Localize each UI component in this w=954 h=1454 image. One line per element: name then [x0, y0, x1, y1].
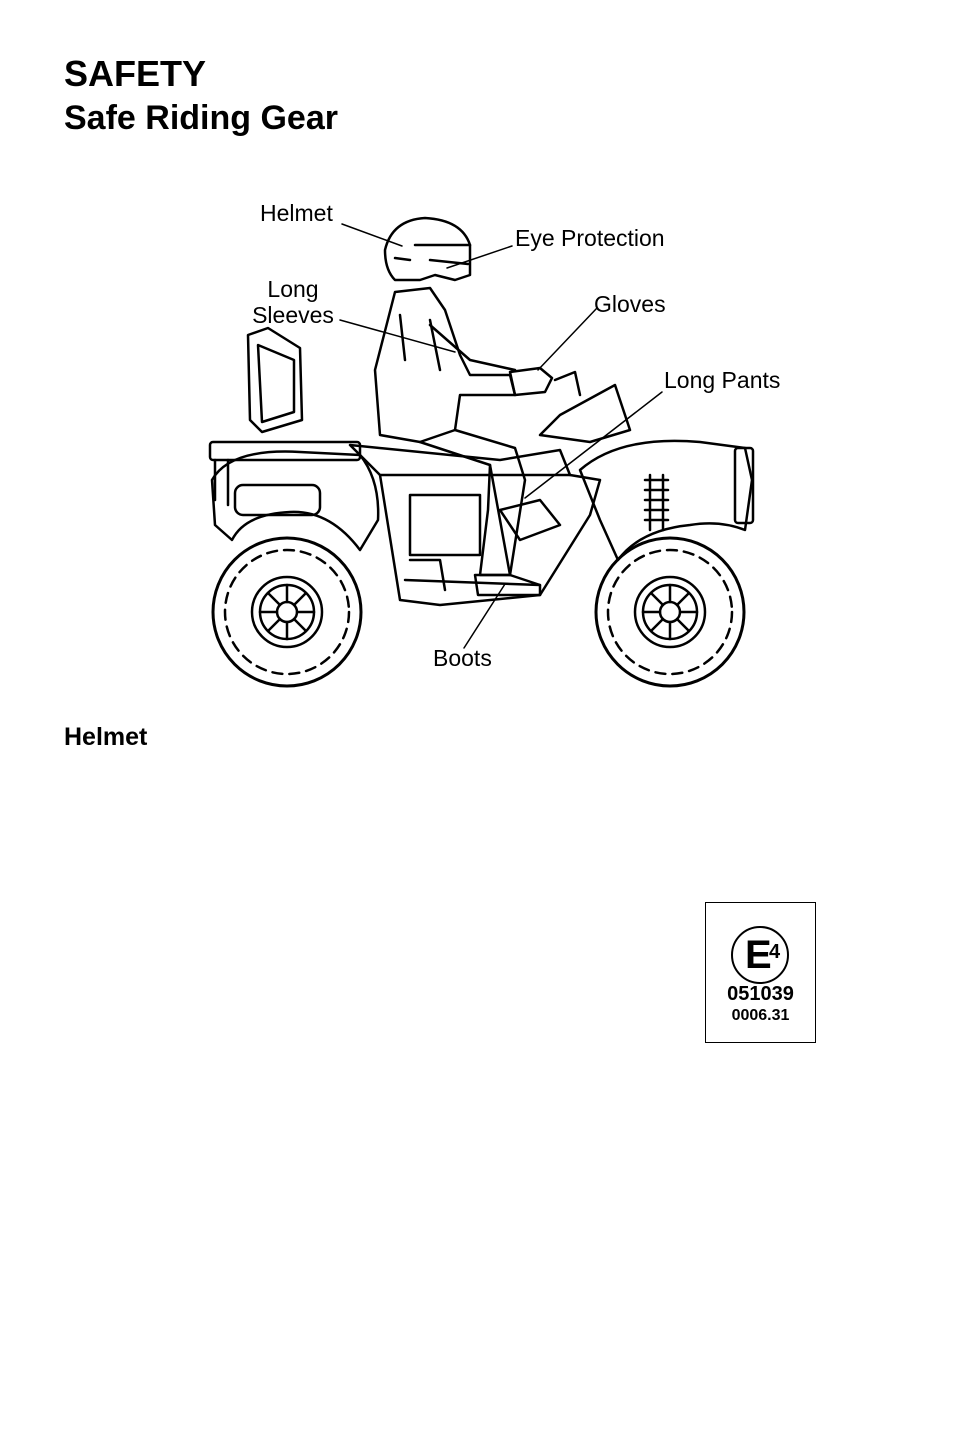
approval-number: 051039 — [727, 983, 794, 1005]
helmet-heading: Helmet — [64, 723, 148, 751]
e-mark-circle: E 4 — [731, 926, 789, 984]
eye-protection-leader — [446, 245, 513, 269]
callout-eye-protection: Eye Protection — [515, 225, 665, 251]
atv-riding-gear-illustration: Helmet Eye Protection Long Sleeves Glove… — [0, 180, 954, 710]
atv-rider-drawing — [208, 216, 755, 688]
callout-long-sleeves-line1: Long — [267, 276, 319, 302]
boots-leader — [463, 583, 506, 649]
e-mark-letter: E — [745, 933, 772, 977]
approval-serial: 0006.31 — [731, 1007, 790, 1024]
callout-long-sleeves-line2: Sleeves — [252, 302, 334, 328]
e-mark-country-code: 4 — [769, 941, 781, 963]
callout-gloves: Gloves — [594, 291, 666, 317]
callout-long-sleeves: Long Sleeves — [248, 276, 338, 328]
callout-boots: Boots — [433, 645, 492, 671]
rear-wheel — [211, 536, 363, 688]
sleeves-leader — [339, 319, 456, 353]
callout-long-pants: Long Pants — [664, 367, 781, 393]
helmet-approval-label: E 4 051039 0006.31 — [705, 902, 816, 1043]
gloves-leader — [537, 307, 598, 371]
callout-helmet: Helmet — [260, 200, 333, 226]
callout-leader-lines — [339, 223, 663, 649]
pants-leader — [524, 391, 663, 499]
section-title: SAFETY — [64, 53, 207, 94]
rider — [373, 216, 554, 597]
page-title: Safe Riding Gear — [64, 99, 338, 137]
front-wheel — [594, 536, 746, 688]
helmet-leader — [341, 223, 403, 247]
